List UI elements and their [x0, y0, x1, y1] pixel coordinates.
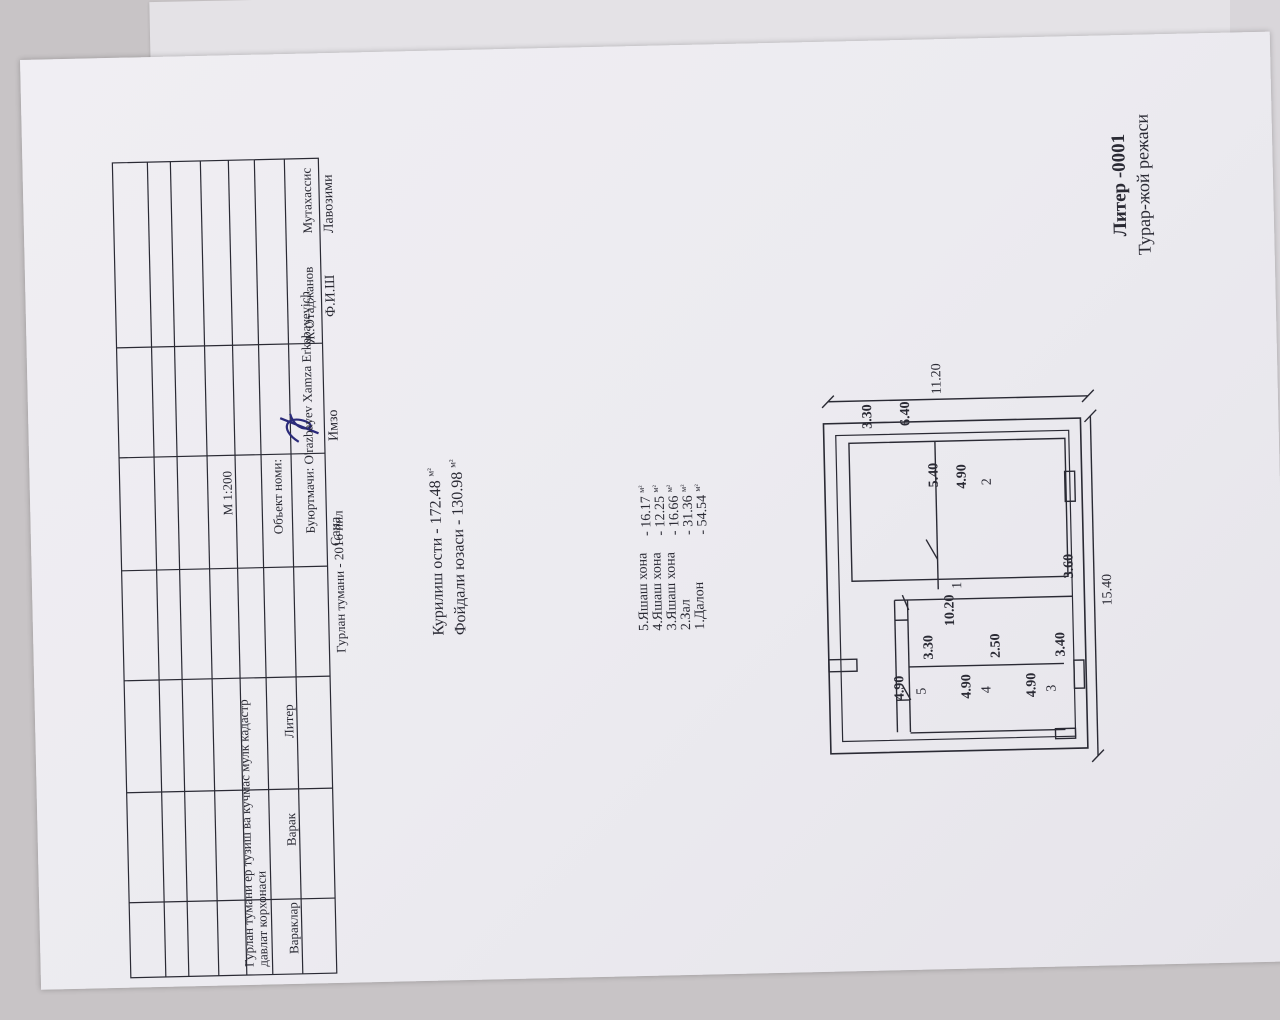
object-name: Объект номи:: [269, 459, 287, 535]
rotated-drawing: Литер -0001 Турар-жой режаси: [20, 31, 1280, 1020]
col-liter: Литер: [281, 704, 298, 738]
district-year: Гурлан тумани - 2016 йил: [330, 510, 349, 653]
signature-mark: [20, 31, 1280, 1020]
col-sheets: Вараклар: [285, 902, 302, 954]
document-sheet: Литер -0001 Турар-жой режаси: [20, 32, 1280, 990]
scale: М 1:200: [219, 471, 236, 516]
col-sheet: Варак: [283, 813, 300, 846]
